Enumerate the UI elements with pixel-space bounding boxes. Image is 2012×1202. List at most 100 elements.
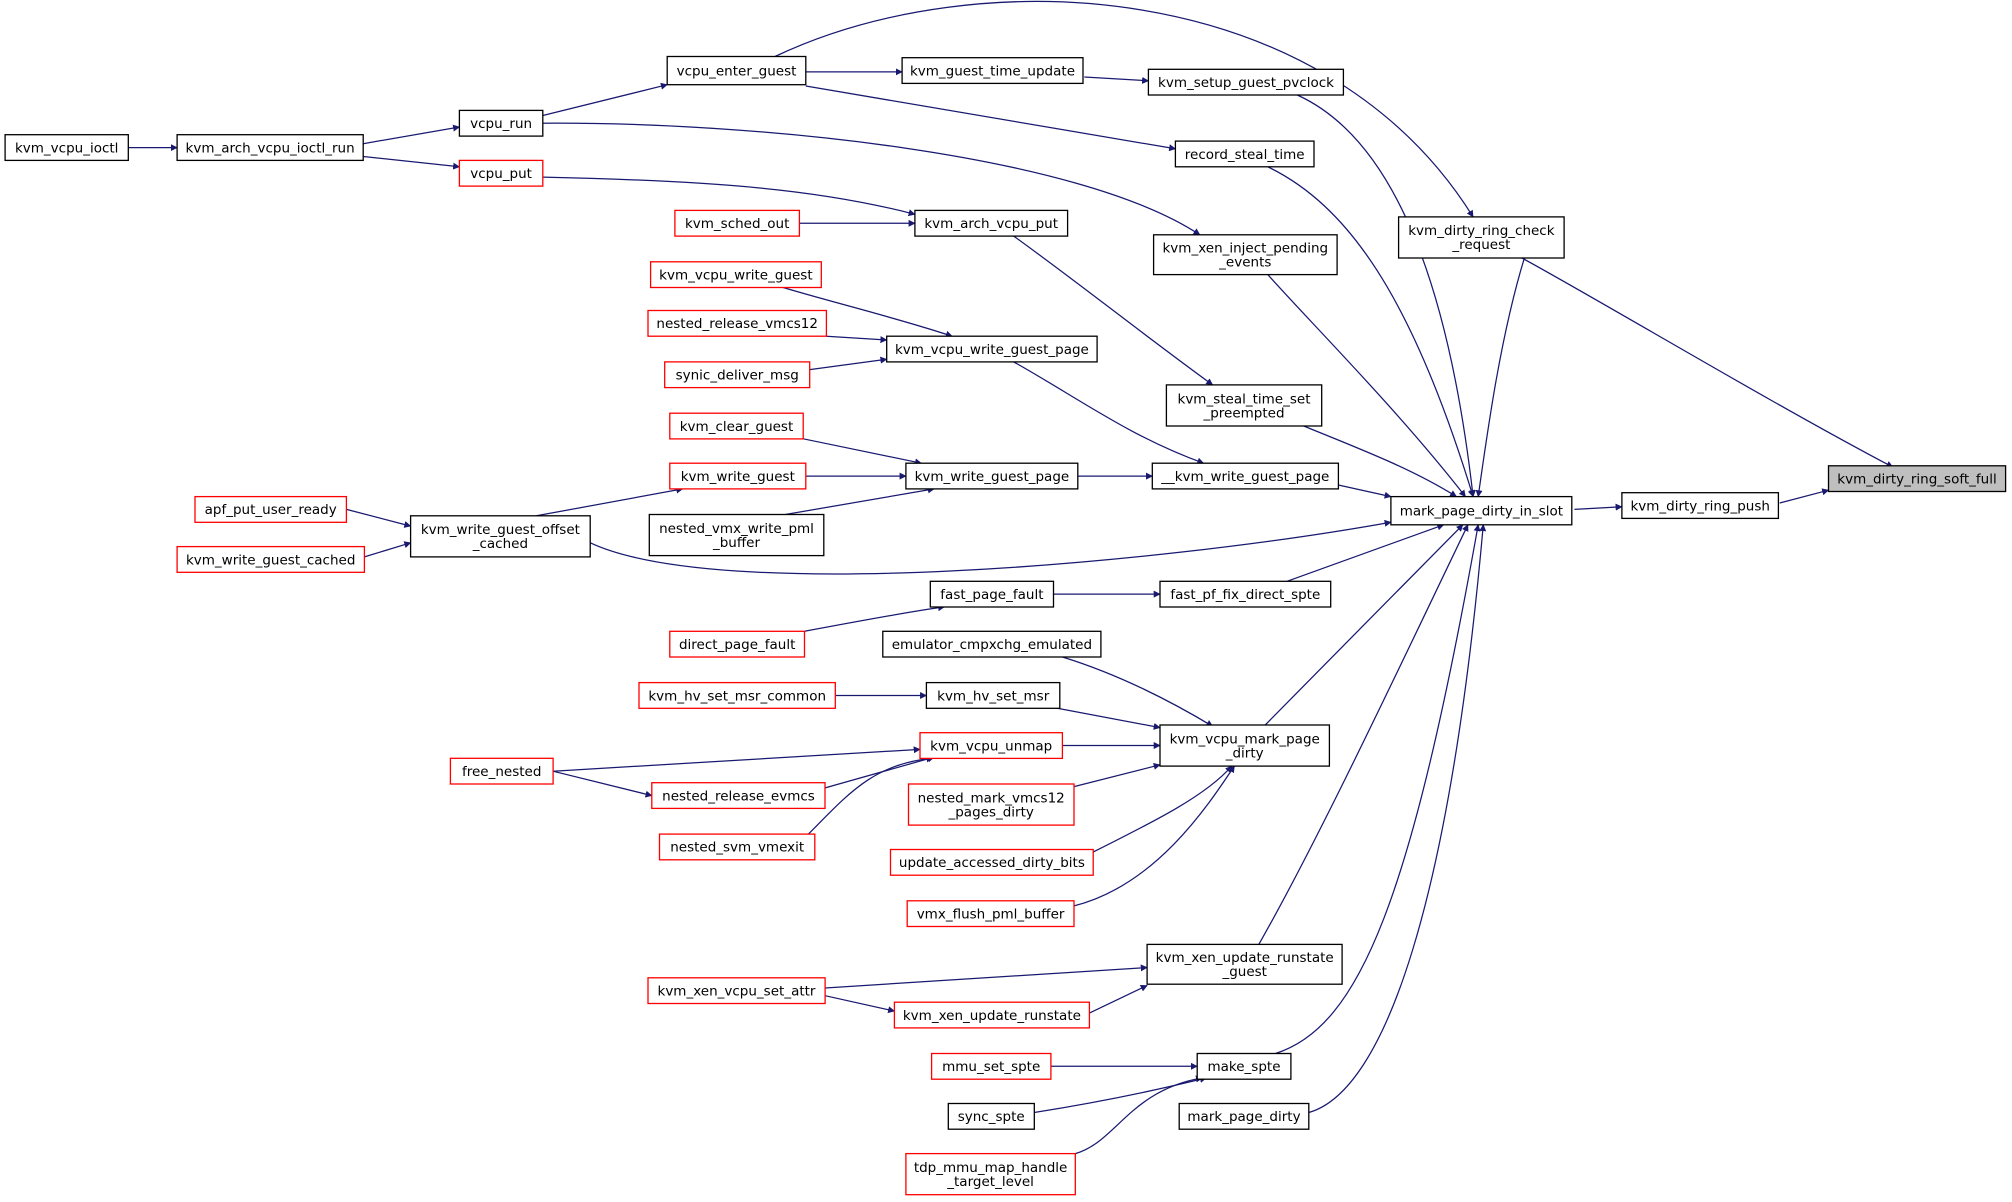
node-label: kvm_xen_update_runstate (1156, 950, 1334, 966)
node-vmx-flush-pml-buffer[interactable]: vmx_flush_pml_buffer (906, 900, 1075, 928)
node-box (1196, 1052, 1292, 1080)
node-box (176, 134, 364, 162)
node-kvm-dirty-ring-push[interactable]: kvm_dirty_ring_push (1621, 492, 1780, 520)
node-box (906, 900, 1075, 928)
node-apf-put-user-ready[interactable]: apf_put_user_ready (194, 495, 348, 523)
node-emulator-cmpxchg-emulated[interactable]: emulator_cmpxchg_emulated (882, 630, 1102, 658)
node-tdp-mmu-map-handle-target-level[interactable]: tdp_mmu_map_handle_target_level (905, 1152, 1076, 1196)
node-label: _preempted (1202, 405, 1284, 421)
node-vcpu-enter-guest[interactable]: vcpu_enter_guest (666, 55, 807, 86)
call-edge (1303, 425, 1457, 498)
node-kvm-xen-update-runstate[interactable]: kvm_xen_update_runstate (893, 1001, 1091, 1029)
node-nested-release-evmcs[interactable]: nested_release_evmcs (651, 782, 826, 810)
node-label: _target_level (946, 1174, 1034, 1190)
node-kvm-write-guest-cached[interactable]: kvm_write_guest_cached (176, 545, 366, 573)
node-box (1165, 384, 1323, 427)
node-mark-page-dirty[interactable]: mark_page_dirty (1178, 1102, 1310, 1130)
call-edge (1075, 1075, 1203, 1155)
node-label: _guest (1221, 964, 1267, 980)
node-label: kvm_guest_time_update (910, 63, 1075, 79)
node-label: kvm_vcpu_write_guest (659, 267, 812, 283)
call-edge (363, 155, 461, 170)
node-kvm-dirty-ring-check-request[interactable]: kvm_dirty_ring_check_request (1397, 216, 1565, 259)
node-fast-pf-fix-direct-spte[interactable]: fast_pf_fix_direct_spte (1159, 580, 1332, 608)
call-edge (807, 755, 934, 835)
node-kvm-sched-out[interactable]: kvm_sched_out (674, 209, 801, 237)
node-box (889, 848, 1094, 876)
node-box (1152, 234, 1338, 276)
node-box (4, 134, 129, 162)
node-box (1397, 216, 1565, 259)
node-kvm-hv-set-msr-common[interactable]: kvm_hv_set_msr_common (638, 681, 836, 709)
node-synic-deliver-msg[interactable]: synic_deliver_msg (664, 361, 811, 389)
node-label: _events (1218, 255, 1271, 271)
node-kvm-steal-time-set-preempted[interactable]: kvm_steal_time_set_preempted (1165, 384, 1323, 427)
node-kvm-write-guest[interactable]: kvm_write_guest (669, 462, 807, 490)
call-edge (774, 0, 1474, 218)
node-kvm-dirty-ring-soft-full[interactable]: kvm_dirty_ring_soft_full (1827, 465, 2007, 493)
node-label: nested_release_vmcs12 (656, 316, 818, 332)
node-update-accessed-dirty-bits[interactable]: update_accessed_dirty_bits (889, 848, 1094, 876)
call-edge (362, 124, 461, 145)
node-kvm-xen-vcpu-set-attr[interactable]: kvm_xen_vcpu_set_attr (647, 977, 826, 1005)
node-kvm-vcpu-write-guest-page[interactable]: kvm_vcpu_write_guest_page (886, 335, 1098, 363)
node-vcpu-run[interactable]: vcpu_run (458, 109, 544, 137)
node-label: kvm_write_guest_page (915, 469, 1070, 485)
call-edge (552, 770, 653, 798)
node-free-nested[interactable]: free_nested (449, 757, 554, 785)
node-kvm-xen-inject-pending-events[interactable]: kvm_xen_inject_pending_events (1152, 234, 1338, 276)
node-kvm-vcpu-mark-page-dirty[interactable]: kvm_vcpu_mark_page_dirty (1159, 724, 1331, 767)
node-kvm-write-guest-offset-cached[interactable]: kvm_write_guest_offset_cached (409, 515, 591, 558)
node-kvm-xen-update-runstate-guest[interactable]: kvm_xen_update_runstate_guest (1146, 943, 1343, 985)
node-kvm-setup-guest-pvclock[interactable]: kvm_setup_guest_pvclock (1147, 68, 1345, 96)
node-box (651, 782, 826, 810)
node-record-steal-time[interactable]: record_steal_time (1174, 140, 1315, 168)
node-label: nested_svm_vmexit (670, 840, 804, 856)
node-sync-spte[interactable]: sync_spte (947, 1102, 1035, 1130)
node-kvm-write-guest-page[interactable]: kvm_write_guest_page (905, 462, 1079, 490)
call-edge (1073, 762, 1161, 788)
node-box (648, 513, 825, 557)
node-kvm-hv-set-msr[interactable]: kvm_hv_set_msr (925, 681, 1061, 709)
node-kvm-guest-time-update[interactable]: kvm_guest_time_update (901, 57, 1084, 85)
node-box (647, 309, 828, 337)
node-label: kvm_write_guest_cached (186, 552, 355, 568)
node-kvm-vcpu-ioctl[interactable]: kvm_vcpu_ioctl (4, 134, 129, 162)
node-label: _request (1451, 237, 1510, 253)
node-box (194, 495, 348, 523)
node-box (1827, 465, 2007, 493)
node-label: vcpu_put (470, 166, 532, 182)
call-edge (536, 486, 684, 517)
node-make-spte[interactable]: make_spte (1196, 1052, 1292, 1080)
node-label: mark_page_dirty_in_slot (1400, 504, 1563, 520)
node-label: synic_deliver_msg (676, 368, 799, 384)
node-mmu-set-spte[interactable]: mmu_set_spte (930, 1052, 1052, 1080)
node-nested-release-vmcs12[interactable]: nested_release_vmcs12 (647, 309, 828, 337)
call-edge (364, 541, 412, 558)
node-nested-mark-vmcs12-pages-dirty[interactable]: nested_mark_vmcs12_pages_dirty (907, 783, 1075, 826)
node-mark-page-dirty-in-slot[interactable]: mark_page_dirty_in_slot (1390, 495, 1573, 526)
node-label: kvm_dirty_ring_soft_full (1837, 471, 1996, 487)
node---kvm-write-guest-page[interactable]: __kvm_write_guest_page (1151, 462, 1340, 490)
call-edge (1275, 524, 1481, 1055)
node-box (886, 335, 1098, 363)
node-label: direct_page_fault (679, 637, 795, 653)
node-kvm-arch-vcpu-ioctl-run[interactable]: kvm_arch_vcpu_ioctl_run (176, 134, 364, 162)
node-kvm-arch-vcpu-put[interactable]: kvm_arch_vcpu_put (914, 209, 1069, 237)
node-vcpu-put[interactable]: vcpu_put (458, 159, 544, 187)
call-edge (803, 438, 922, 466)
node-label: kvm_xen_update_runstate (903, 1008, 1081, 1024)
node-nested-vmx-write-pml-buffer[interactable]: nested_vmx_write_pml_buffer (648, 513, 825, 557)
node-label: vcpu_enter_guest (677, 63, 797, 79)
node-kvm-clear-guest[interactable]: kvm_clear_guest (669, 412, 804, 440)
node-fast-page-fault[interactable]: fast_page_fault (929, 580, 1055, 608)
node-kvm-vcpu-unmap[interactable]: kvm_vcpu_unmap (919, 732, 1064, 760)
node-label: vmx_flush_pml_buffer (917, 906, 1065, 922)
node-nested-svm-vmexit[interactable]: nested_svm_vmexit (658, 833, 816, 861)
node-box (176, 545, 366, 573)
node-direct-page-fault[interactable]: direct_page_fault (669, 630, 806, 658)
call-edge (785, 486, 935, 516)
call-edge (825, 964, 1148, 989)
node-kvm-vcpu-write-guest[interactable]: kvm_vcpu_write_guest (649, 261, 822, 289)
